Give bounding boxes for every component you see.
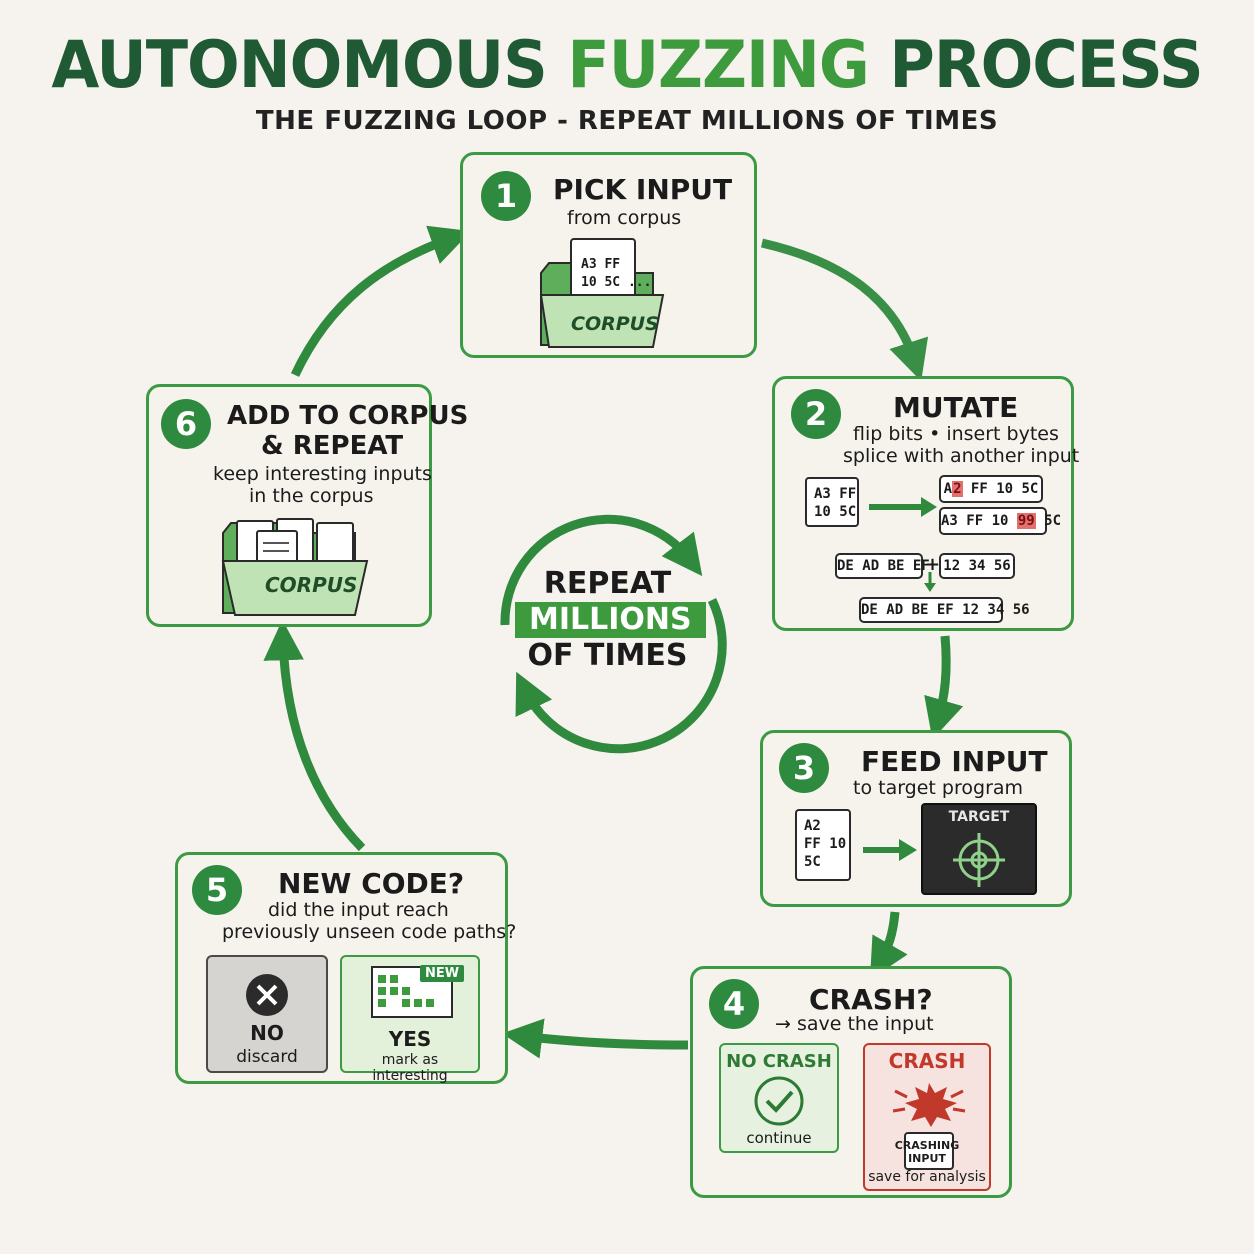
step-3-number: 3: [779, 743, 829, 793]
step-3-card: 3 FEED INPUT to target program A2 FF 10 …: [760, 730, 1072, 907]
title-part-2: FUZZING: [567, 26, 869, 103]
step-3-input-doc: A2 FF 10 5C: [795, 809, 851, 881]
arrow-1-to-2: [760, 238, 929, 382]
no-new-code-sub: discard: [236, 1047, 298, 1067]
step-2-card: 2 MUTATE flip bits • insert bytes splice…: [772, 376, 1079, 631]
arrow-3-to-4: [869, 911, 908, 980]
inserted-byte-highlight: 99: [1016, 513, 1036, 529]
step-1-card: 1 PICK INPUT from corpus A3 FF 10 5C ...…: [460, 152, 757, 358]
mutation-result-2: A3 FF 10 99 5C: [939, 507, 1061, 535]
arrow-5-to-6: [263, 619, 366, 852]
step-4-subtitle: → save the input: [775, 1013, 934, 1035]
corpus-folder-icon: [539, 238, 665, 348]
flipped-byte-highlight: 2: [952, 481, 963, 497]
step-6-subtitle-2: in the corpus: [249, 485, 374, 507]
step-2-subtitle-2: splice with another input: [843, 445, 1080, 467]
step-2-title: MUTATE: [893, 391, 1019, 424]
checkmark-icon: [754, 1076, 804, 1126]
new-badge: NEW: [420, 965, 465, 982]
yes-new-code-sub: mark as interesting: [372, 1052, 448, 1084]
step-6-folder-label: CORPUS: [265, 573, 358, 597]
step-6-title-2: & REPEAT: [261, 431, 404, 461]
mutate-arrows: [869, 497, 937, 592]
feed-arrow: [863, 839, 917, 861]
step-1-folder-label: CORPUS: [571, 313, 659, 335]
splice-result: DE AD BE EF 12 34 56: [859, 597, 1030, 623]
page-title: AUTONOMOUS FUZZING PROCESS: [0, 26, 1254, 103]
arrow-2-to-3: [924, 635, 964, 740]
yes-new-code-title: YES: [388, 1027, 432, 1051]
crash-box: CRASH CRASHING INPUT save for analysis: [863, 1043, 991, 1191]
crash-title: CRASH: [888, 1049, 966, 1073]
step-5-number: 5: [192, 865, 242, 915]
splice-input-b: 12 34 56: [939, 553, 1015, 579]
step-6-subtitle-1: keep interesting inputs: [213, 463, 432, 485]
title-part-3: PROCESS: [889, 26, 1203, 103]
no-crash-box: NO CRASH continue: [719, 1043, 839, 1153]
no-crash-title: NO CRASH: [726, 1051, 832, 1072]
crosshair-icon: [953, 833, 1005, 887]
center-line-2: MILLIONS: [515, 602, 706, 638]
crash-sub: save for analysis: [868, 1169, 986, 1185]
step-3-subtitle: to target program: [853, 777, 1024, 799]
splice-input-a: DE AD BE EF: [835, 553, 930, 579]
step-5-subtitle-1: did the input reach: [268, 899, 449, 921]
mutation-result-1: A2 FF 10 5C: [939, 475, 1043, 503]
center-line-1: REPEAT: [543, 566, 672, 601]
step-5-subtitle-2: previously unseen code paths?: [222, 921, 517, 943]
no-new-code-title: NO: [250, 1021, 284, 1045]
step-1-title: PICK INPUT: [553, 173, 733, 206]
crash-doc-line-2: INPUT: [908, 1152, 946, 1165]
step-5-card: 5 NEW CODE? did the input reach previous…: [175, 852, 516, 1084]
step-1-subtitle: from corpus: [567, 207, 682, 229]
target-program: TARGET: [921, 803, 1037, 895]
discard-x-icon: [246, 974, 288, 1016]
step-2-number: 2: [791, 389, 841, 439]
step-2-source-doc: A3 FF 10 5C: [805, 477, 859, 527]
no-crash-sub: continue: [746, 1129, 812, 1147]
step-1-doc-line-1: A3 FF: [581, 257, 621, 272]
crash-doc-line-1: CRASHING: [894, 1139, 960, 1152]
arrow-4-to-5: [501, 1018, 689, 1059]
center-line-3: OF TIMES: [527, 638, 688, 673]
step-6-card: 6 ADD TO CORPUS & REPEAT keep interestin…: [146, 384, 468, 627]
center-arrow-top: [500, 514, 703, 626]
step-6-title-1: ADD TO CORPUS: [227, 401, 469, 431]
center-repeat-label: REPEAT MILLIONS OF TIMES: [515, 566, 706, 674]
arrow-6-to-1: [290, 225, 472, 377]
corpus-folder-full-icon: [221, 518, 369, 616]
splice-plus: +: [925, 554, 941, 575]
step-1-number: 1: [481, 171, 531, 221]
title-part-1: AUTONOMOUS: [51, 26, 547, 103]
step-3-title: FEED INPUT: [861, 745, 1048, 778]
step-5-title: NEW CODE?: [278, 867, 465, 900]
page-subtitle: THE FUZZING LOOP - REPEAT MILLIONS OF TI…: [255, 106, 999, 136]
step-2-subtitle-1: flip bits • insert bytes: [853, 423, 1059, 445]
step-1-doc-line-2: 10 5C ...: [581, 275, 652, 290]
step-4-card: 4 CRASH? → save the input NO CRASH conti…: [690, 966, 1012, 1198]
yes-new-code-box: NEW YES mark as interesting: [340, 955, 480, 1084]
no-new-code-box: NO discard: [206, 955, 328, 1073]
step-4-title: CRASH?: [809, 983, 933, 1016]
step-6-number: 6: [161, 399, 211, 449]
step-4-number: 4: [709, 979, 759, 1029]
target-label: TARGET: [948, 809, 1010, 825]
center-arrow-bottom: [515, 598, 727, 754]
explosion-icon: [892, 1083, 966, 1170]
